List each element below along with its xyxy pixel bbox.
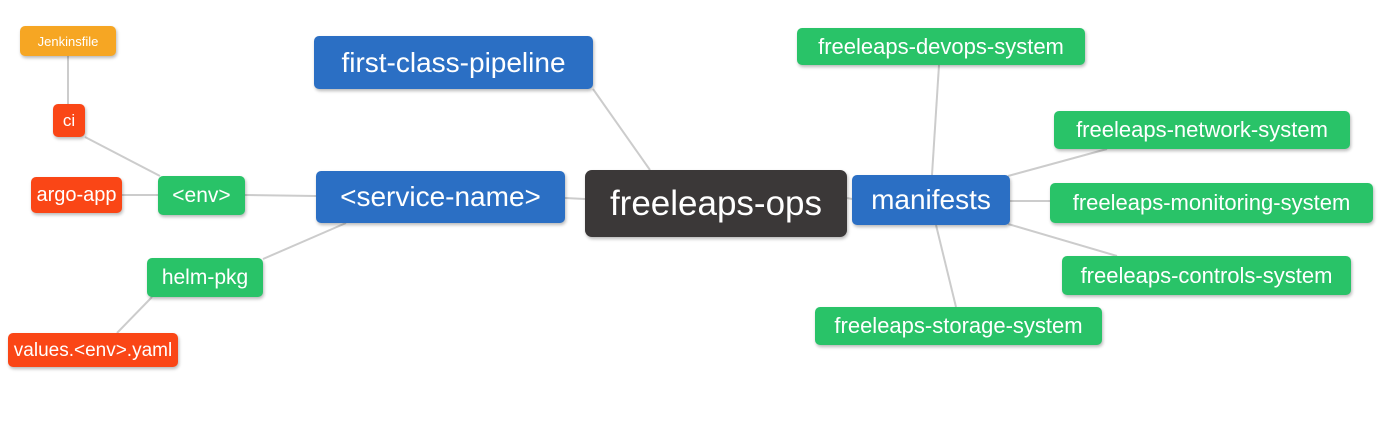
node-argo-app[interactable]: argo-app [31,177,122,213]
node-label: argo-app [36,184,117,206]
node-label: Jenkinsfile [37,33,99,49]
edge-freeleaps-ops-to-manifests [846,197,853,200]
node-manifests[interactable]: manifests [852,175,1010,225]
node-values-env-yaml[interactable]: values.<env>.yaml [8,333,178,367]
edge-helm-pkg-to-service-name [262,222,347,260]
node-freeleaps-network-system[interactable]: freeleaps-network-system [1054,111,1350,149]
node-label: <service-name> [340,181,541,212]
node-freeleaps-ops[interactable]: freeleaps-ops [585,170,847,237]
node-label: values.<env>.yaml [13,339,173,361]
node-freeleaps-controls-system[interactable]: freeleaps-controls-system [1062,256,1351,295]
node-first-class-pipeline[interactable]: first-class-pipeline [314,36,593,89]
node-service-name[interactable]: <service-name> [316,171,565,223]
node-label: <env> [172,184,231,207]
edge-manifests-to-freeleaps-storage-system [935,224,957,308]
edge-service-name-to-freeleaps-ops [564,197,586,200]
node-label: freeleaps-ops [609,184,823,223]
node-helm-pkg[interactable]: helm-pkg [147,258,263,297]
node-label: freeleaps-storage-system [834,313,1083,338]
edge-values-env-yaml-to-helm-pkg [116,296,153,334]
node-freeleaps-storage-system[interactable]: freeleaps-storage-system [815,307,1102,345]
node-label: freeleaps-network-system [1076,117,1328,142]
node-env[interactable]: <env> [158,176,245,215]
node-label: helm-pkg [161,266,249,289]
node-label: freeleaps-monitoring-system [1072,190,1351,215]
node-freeleaps-monitoring-system[interactable]: freeleaps-monitoring-system [1050,183,1373,223]
node-label: freeleaps-controls-system [1080,262,1333,288]
edge-manifests-to-freeleaps-network-system [1007,148,1108,177]
node-jenkinsfile[interactable]: Jenkinsfile [20,26,116,56]
edge-manifests-to-freeleaps-controls-system [1007,223,1118,257]
node-ci[interactable]: ci [53,104,85,137]
node-label: ci [62,111,76,130]
node-freeleaps-devops-system[interactable]: freeleaps-devops-system [797,28,1085,65]
edge-freeleaps-devops-system-to-manifests [931,64,940,176]
edge-env-to-service-name [244,194,317,197]
node-label: freeleaps-devops-system [818,33,1064,59]
node-label: manifests [871,184,991,215]
edge-first-class-pipeline-to-freeleaps-ops [592,88,651,171]
node-label: first-class-pipeline [341,46,566,78]
edge-ci-to-env [84,136,161,177]
